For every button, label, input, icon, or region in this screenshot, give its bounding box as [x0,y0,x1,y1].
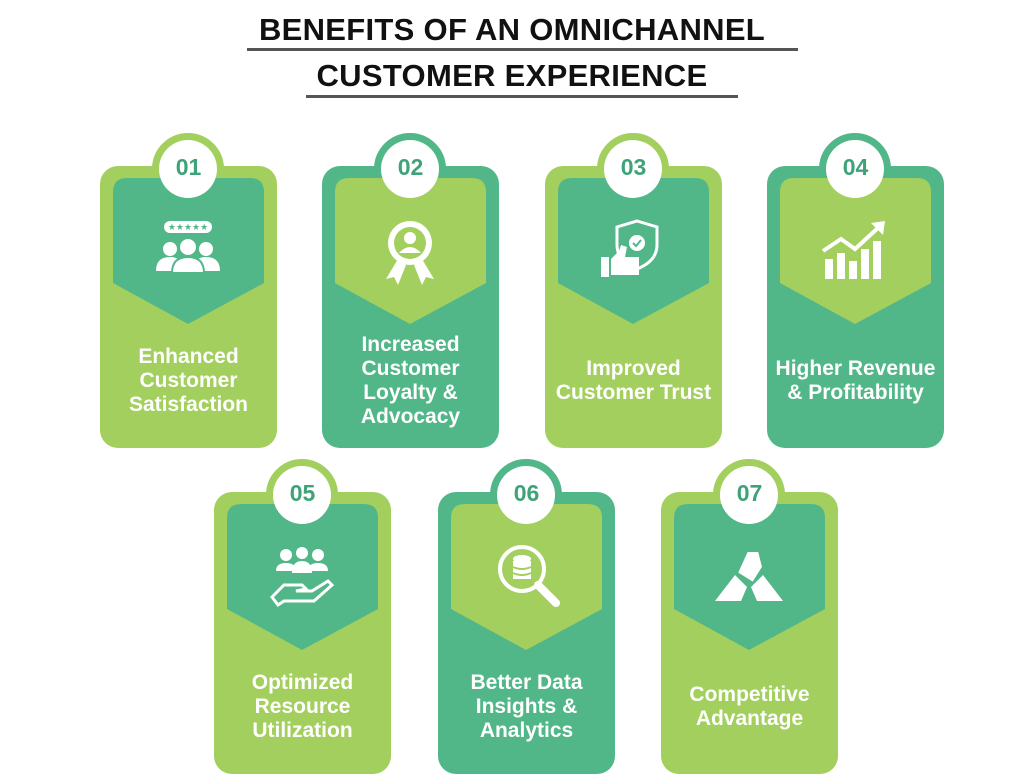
handshake-icon [715,550,783,601]
badge-arc [713,459,785,496]
database-search-icon [498,545,560,607]
title-underline-1 [247,48,798,51]
card-number: 05 [289,480,316,506]
growth-chart-icon [821,221,885,279]
number-badge [273,466,331,524]
thumbs-up-shield-icon [601,219,659,277]
svg-text:★★★★★: ★★★★★ [168,222,208,232]
benefit-card-04: 04 Higher Revenue & Profitability [767,133,944,448]
benefit-card-06: 06 Better Data Insights & Analytics [438,459,615,774]
card-graphic: ★★★★★ [113,133,264,324]
number-badge [720,466,778,524]
badge-arc [152,133,224,170]
badge-arc [490,459,562,496]
number-badge [159,140,217,198]
card-number: 03 [620,154,647,180]
title-underline-2 [306,95,738,98]
number-badge [497,466,555,524]
award-badge-icon [386,221,434,285]
card-graphic [451,459,602,650]
benefit-card-01: ★★★★★ 01 Enhanced Customer Satisfaction [100,133,277,448]
team-hand-icon [270,547,335,608]
card-graphic [674,459,825,650]
card-number: 01 [175,154,202,180]
number-badge [381,140,439,198]
card-inner-shield [558,178,709,324]
badge-arc [597,133,669,170]
customer-rating-icon: ★★★★★ [156,221,220,274]
card-number: 06 [513,480,540,506]
card-label: Competitive Advantage [689,683,810,730]
card-number: 04 [842,154,869,180]
benefit-card-02: 02 Increased Customer Loyalty & Advocacy [322,133,499,448]
benefit-card-03: 03 Improved Customer Trust [545,133,722,448]
card-label: Improved Customer Trust [555,357,712,404]
card-number: 07 [736,480,763,506]
badge-arc [819,133,891,170]
card-label: Optimized Resource Utilization [251,671,354,742]
title-line-1: BENEFITS OF AN OMNICHANNEL [258,12,766,47]
card-label: Higher Revenue & Profitability [775,357,936,404]
badge-arc [374,133,446,170]
card-inner-shield [227,504,378,650]
card-graphic [780,133,931,324]
title-line-2: CUSTOMER EXPERIENCE [316,58,708,93]
badge-arc [266,459,338,496]
card-label: Better Data Insights & Analytics [470,671,583,742]
card-graphic [558,133,709,324]
benefit-card-07: 07 Competitive Advantage [661,459,838,774]
number-badge [604,140,662,198]
benefit-card-05: 05 Optimized Resource Utilization [214,459,391,774]
card-graphic [335,133,486,324]
card-graphic [227,459,378,650]
card-number: 02 [397,154,424,180]
card-label: Increased Customer Loyalty & Advocacy [360,333,461,428]
number-badge [826,140,884,198]
card-label: Enhanced Customer Satisfaction [128,345,249,416]
